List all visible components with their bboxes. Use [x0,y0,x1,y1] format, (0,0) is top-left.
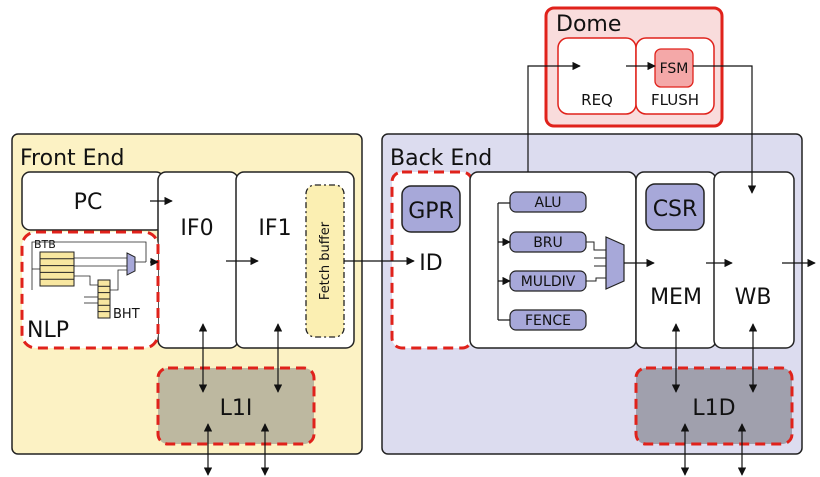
nlp-mux [126,252,136,276]
front-end-title: Front End [20,146,124,171]
arrow-ex-req [527,61,581,172]
fsm-label: FSM [660,61,689,77]
back-end-title: Back End [390,146,492,171]
bus-lines [497,202,510,321]
unit-alu [509,191,587,213]
if0-label: IF0 [180,216,213,241]
ex-mux-inputs [586,241,606,282]
btb-table [39,251,75,287]
unit-alu-label: ALU [535,195,562,211]
mem-label: MEM [650,285,702,310]
dome-title: Dome [556,12,621,37]
unit-bru-label: BRU [533,235,563,251]
bht-table [97,279,111,319]
nlp-label: NLP [27,318,69,343]
fetch-buffer-label: Fetch buffer [318,221,333,300]
wb-label: WB [735,285,772,310]
l1i-label: L1I [220,396,253,421]
id-label: ID [419,251,442,276]
gpr-label: GPR [408,199,454,224]
wb-stage [713,171,795,349]
connectors [150,61,816,286]
if0-stage [157,171,239,349]
arrow-fsm-wb [693,65,757,194]
nlp-wiring [31,241,147,304]
btb-label: BTB [34,238,56,251]
csr-register [645,183,705,231]
execution-units: ALU BRU MULDIV FENCE [509,191,587,331]
dome-req-label: REQ [581,91,613,109]
pc-label: PC [74,190,103,215]
unit-fence-label: FENCE [525,313,571,329]
dome-flush-label: FLUSH [651,91,699,109]
unit-muldiv-label: MULDIV [521,274,576,290]
l1d-label: L1D [692,396,735,421]
bidirectional-links [198,323,758,476]
ex-mux [605,236,625,290]
if1-label: IF1 [258,216,291,241]
csr-label: CSR [653,197,698,222]
bht-label: BHT [113,307,140,322]
gpr-register [401,185,461,233]
